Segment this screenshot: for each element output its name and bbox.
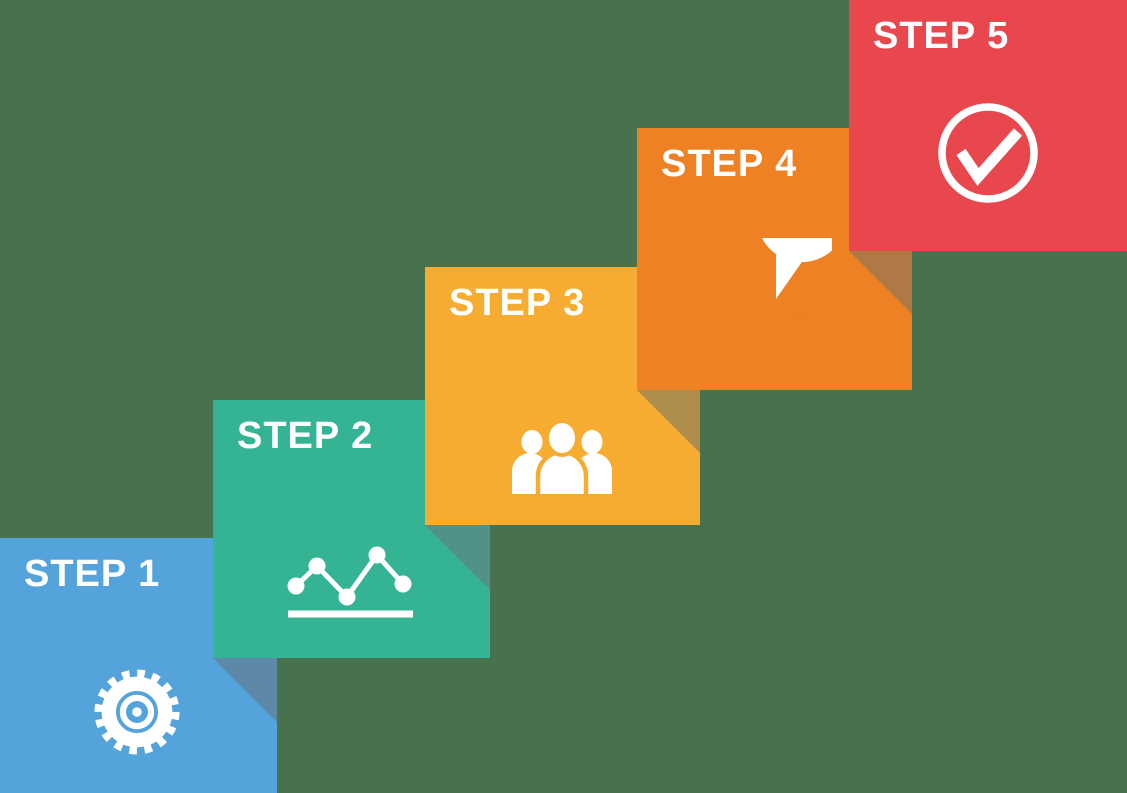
step-card-5: STEP 5 [849,0,1127,251]
line-chart-icon [287,546,413,618]
pie-chart-icon [761,238,832,329]
step-1-label: STEP 1 [24,553,161,595]
people-icon [512,419,612,494]
step-2-label: STEP 2 [237,415,374,457]
step-3-label: STEP 3 [449,282,586,324]
check-circle-icon [938,103,1038,203]
step-4-label: STEP 4 [661,143,798,185]
step-5-label: STEP 5 [873,15,1010,57]
gear-icon [94,669,180,755]
